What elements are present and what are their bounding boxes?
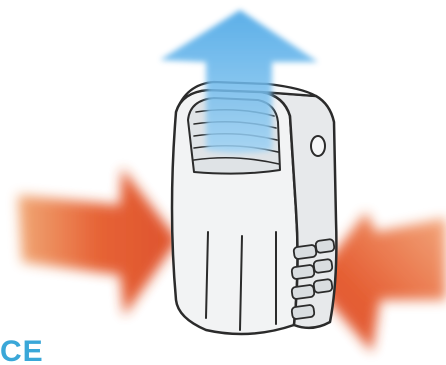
arrow-right-icon [18, 168, 178, 316]
corner-label: CE [0, 338, 44, 365]
